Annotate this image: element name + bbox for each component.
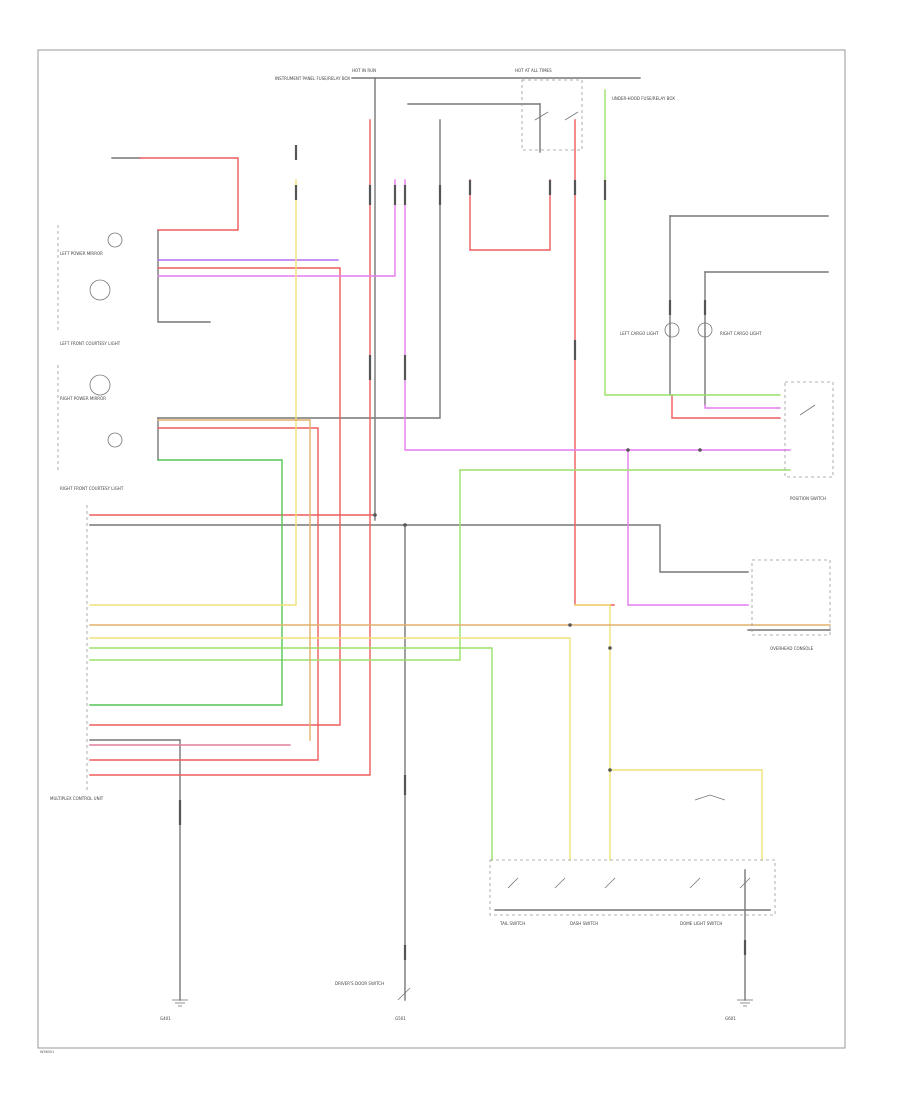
label-overhead: OVERHEAD CONSOLE [770, 646, 814, 651]
yellow-wires [89, 179, 831, 861]
connectors [178, 145, 747, 960]
green-wires [89, 89, 791, 861]
label-relay-box: UNDER-HOOD FUSE/RELAY BOX [612, 96, 675, 101]
label-fuse-box: INSTRUMENT PANEL FUSE/RELAY BOX [275, 76, 350, 81]
diagram-frame [37, 49, 846, 1049]
label-g501: G501 [395, 1016, 406, 1021]
red-wires [89, 119, 781, 776]
label-g601: G601 [725, 1016, 736, 1021]
label-hot-run: HOT IN RUN [352, 68, 376, 73]
label-tail-switch: TAIL SWITCH [499, 921, 525, 926]
label-right-cargo: RIGHT CARGO LIGHT [720, 331, 762, 336]
label-g401: G401 [160, 1016, 171, 1021]
label-right-mirror: RIGHT POWER MIRROR [60, 396, 106, 401]
magenta-wires [157, 179, 791, 606]
labels: INSTRUMENT PANEL FUSE/RELAY BOX HOT IN R… [40, 68, 826, 1054]
label-dash-switch: DASH SWITCH [570, 921, 598, 926]
footer-code: W36001 [40, 1050, 54, 1054]
label-left-cargo: LEFT CARGO LIGHT [620, 331, 659, 336]
label-lh-courtesy: LEFT FRONT COURTESY LIGHT [60, 341, 121, 346]
label-dome-switch: DOME LIGHT SWITCH [680, 921, 722, 926]
label-control-unit: MULTIPLEX CONTROL UNIT [50, 796, 104, 801]
label-door-switch: DRIVER'S DOOR SWITCH [335, 981, 384, 986]
label-position-switch: POSITION SWITCH [790, 496, 826, 501]
components [57, 79, 834, 1007]
label-hot-all: HOT AT ALL TIMES [515, 68, 552, 73]
splices [373, 448, 702, 772]
label-rh-courtesy: RIGHT FRONT COURTESY LIGHT [60, 486, 124, 491]
label-left-mirror: LEFT POWER MIRROR [60, 251, 103, 256]
